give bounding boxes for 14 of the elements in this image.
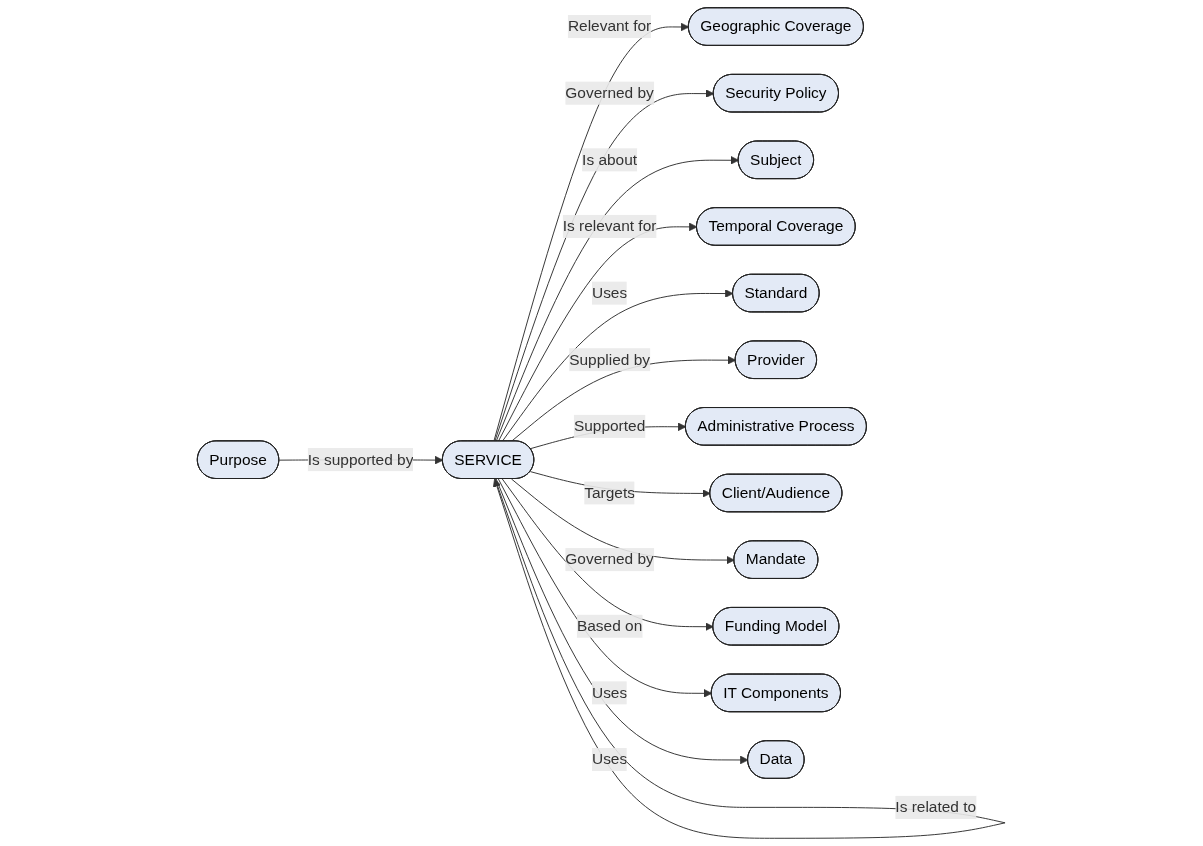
edge-label: Governed by [565, 84, 655, 101]
edge-label: Is relevant for [562, 217, 657, 235]
edge-label: Uses [592, 284, 628, 301]
edge-label: Based on [577, 617, 643, 634]
edge-label: Uses [592, 684, 628, 701]
edge-label: Is supported by [307, 450, 414, 468]
edge-label: Supported [574, 417, 646, 435]
edge-label: Supplied by [569, 351, 651, 368]
edge-label: Is about [582, 151, 638, 168]
edge-label: Uses [592, 750, 628, 768]
edge-label: Governed by [565, 550, 655, 568]
edge-label: Targets [584, 484, 636, 501]
edge-label: Relevant for [568, 17, 652, 35]
edge-label: Is related to [895, 798, 977, 816]
